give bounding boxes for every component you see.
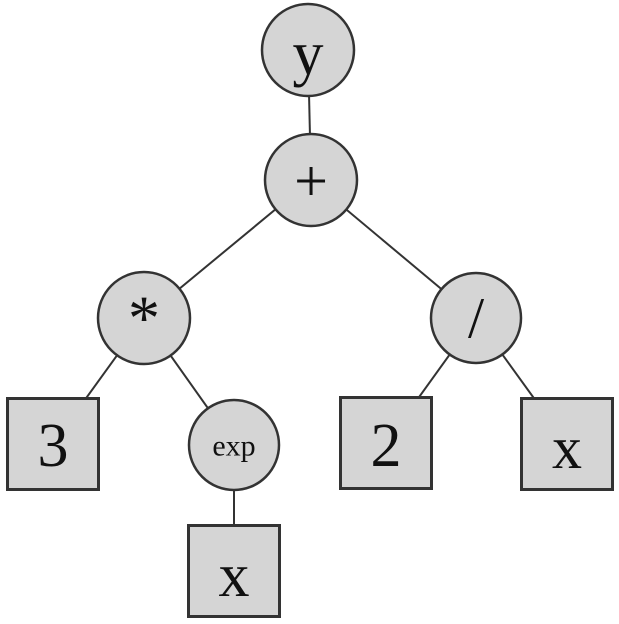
node-label-two: 2 <box>371 412 402 480</box>
node-divide: / <box>429 271 523 365</box>
node-three: 3 <box>6 397 100 491</box>
node-shape-circle <box>187 398 281 492</box>
node-label-times: * <box>128 283 160 354</box>
node-x-exp: x <box>187 524 281 618</box>
node-two: 2 <box>339 396 433 490</box>
node-shape-square <box>187 524 281 618</box>
node-plus: + <box>263 132 359 228</box>
node-shape-circle <box>96 270 192 366</box>
node-shape-circle <box>260 2 356 98</box>
node-label-x-exp: x <box>219 542 250 610</box>
node-y: y <box>260 2 356 98</box>
node-x-right: x <box>520 397 614 491</box>
node-shape-circle <box>429 271 523 365</box>
node-times: * <box>96 270 192 366</box>
node-exp: exp <box>187 398 281 492</box>
node-shape-square <box>339 396 433 490</box>
node-label-y: y <box>293 20 324 88</box>
nodes-layer: y + * / exp 3 2 x x <box>6 2 614 618</box>
node-shape-circle <box>263 132 359 228</box>
node-label-divide: / <box>468 286 485 351</box>
node-shape-square <box>6 397 100 491</box>
node-shape-square <box>520 397 614 491</box>
node-label-x-right: x <box>552 415 582 481</box>
node-label-exp: exp <box>212 430 255 463</box>
node-label-three: 3 <box>38 412 69 480</box>
node-label-plus: + <box>294 148 328 214</box>
